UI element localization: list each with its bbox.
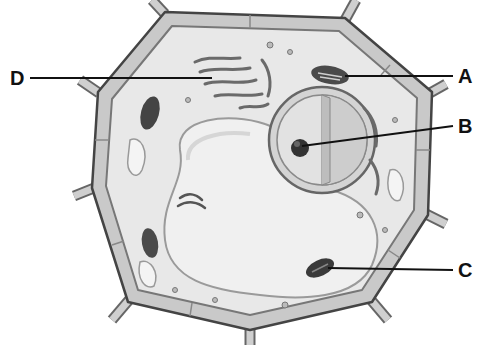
nucleus bbox=[269, 87, 375, 193]
cell-wall bbox=[92, 12, 432, 330]
part-letter: A bbox=[458, 65, 472, 87]
part-letter: C bbox=[458, 259, 472, 281]
part-letter: B bbox=[458, 115, 472, 137]
golgi bbox=[178, 194, 205, 208]
leader-lines bbox=[30, 76, 453, 270]
neighbor-walls bbox=[74, 0, 446, 345]
part-letter: D bbox=[10, 67, 24, 89]
small-vacuoles bbox=[128, 139, 404, 287]
plasmodesmata bbox=[95, 15, 430, 316]
cell-membrane bbox=[106, 26, 417, 315]
chloroplasts bbox=[137, 63, 350, 282]
endoplasmic-reticulum bbox=[195, 58, 378, 194]
